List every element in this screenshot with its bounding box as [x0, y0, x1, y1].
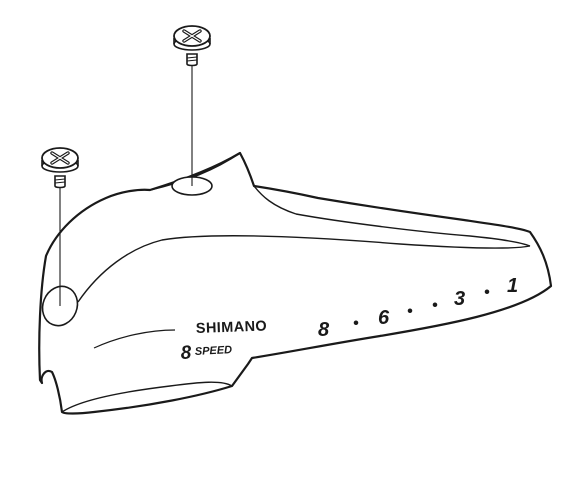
gear-indicator-scale: 8 • 6 • • 3 • 1 [318, 275, 518, 341]
cover-body [38, 151, 553, 415]
brand-logo-text: SHIMANO [196, 319, 268, 337]
gear-mark: • [353, 315, 359, 332]
fin-inner-line [253, 185, 297, 215]
gear-mark: 3 [454, 288, 465, 310]
speed-number-label: 8 [180, 342, 192, 364]
lower-face-line [93, 329, 176, 349]
gear-mark: • [432, 297, 438, 314]
gear-mark: • [484, 284, 490, 301]
bottom-lip-line [61, 381, 233, 413]
top-screw-icon [173, 25, 211, 67]
face-contour-line [77, 234, 531, 303]
upper-contour-line [295, 213, 531, 247]
gear-mark: 1 [507, 275, 518, 297]
speed-word-label: SPEED [195, 344, 233, 358]
gear-mark: 6 [378, 307, 390, 329]
top-fin-edge [149, 152, 241, 191]
gear-mark: 8 [318, 319, 330, 341]
left-screw-icon [41, 147, 79, 189]
gear-mark: • [407, 303, 413, 320]
